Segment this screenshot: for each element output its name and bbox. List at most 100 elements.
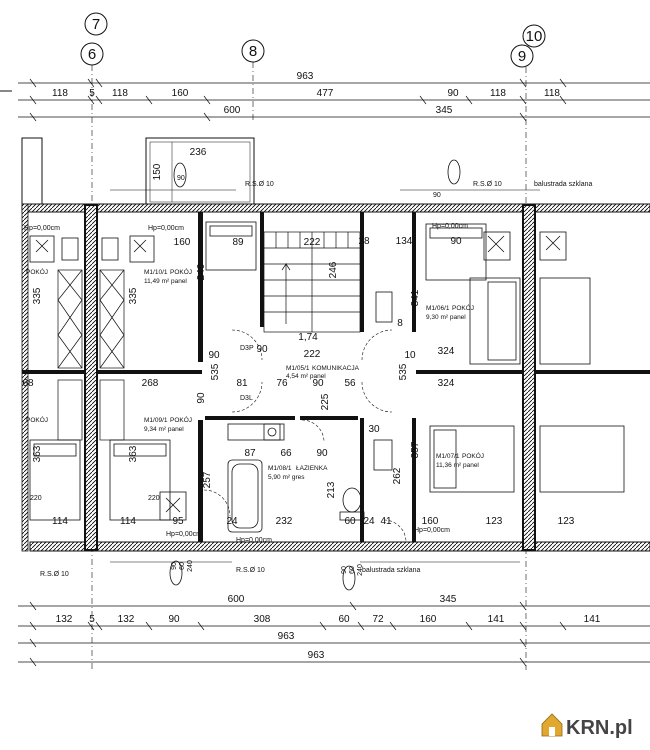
svg-text:41: 41 — [380, 516, 392, 527]
room-left-bottom: POKÓJ — [26, 415, 48, 424]
svg-text:222: 222 — [304, 237, 321, 248]
bottom-dims-row1: 600 345 — [228, 594, 457, 605]
svg-text:535: 535 — [210, 363, 221, 380]
room-m1-10-1: M1/10/1 POKÓJ 11,49 m² panel — [144, 267, 192, 285]
svg-text:213: 213 — [326, 481, 337, 498]
svg-text:363: 363 — [32, 445, 43, 462]
dim-236: 236 — [190, 147, 207, 158]
svg-text:345: 345 — [440, 594, 457, 605]
svg-text:24: 24 — [363, 516, 375, 527]
svg-text:268: 268 — [142, 378, 159, 389]
beds — [29, 221, 625, 521]
svg-text:308: 308 — [254, 614, 271, 625]
svg-text:90: 90 — [196, 392, 207, 404]
room-m1-07-1: M1/07/1 POKÓJ 11,36 m² panel — [436, 451, 484, 469]
house-icon — [541, 713, 563, 737]
svg-text:118: 118 — [112, 88, 128, 99]
svg-text:90: 90 — [316, 448, 328, 459]
svg-text:M1/09/1: M1/09/1 — [144, 417, 168, 424]
dim-bottom-963-b: 963 — [308, 650, 325, 661]
svg-text:66: 66 — [280, 448, 292, 459]
svg-text:POKÓJ: POKÓJ — [170, 415, 192, 424]
svg-text:90: 90 — [341, 566, 348, 574]
grid-axis-6: 6 — [80, 42, 104, 66]
grid-axis-7: 7 — [84, 12, 108, 36]
svg-text:118: 118 — [52, 88, 68, 99]
svg-text:222: 222 — [304, 349, 321, 360]
svg-text:Hp=0,00cm: Hp=0,00cm — [414, 527, 450, 534]
walls — [21, 203, 650, 552]
svg-text:5,90 m² gres: 5,90 m² gres — [268, 474, 305, 481]
staircase — [263, 231, 361, 333]
svg-text:324: 324 — [438, 346, 455, 357]
balustrade-label-top: balustrada szklana — [534, 181, 592, 188]
svg-text:5: 5 — [89, 88, 95, 99]
balustrade-label-bottom: balustrada szklana — [362, 567, 420, 574]
grid-axis-8: 8 — [241, 39, 265, 63]
svg-text:7: 7 — [92, 16, 100, 33]
dim-150: 150 — [152, 163, 163, 180]
svg-text:M1/07/1: M1/07/1 — [436, 453, 460, 460]
rs-label-bottom-2: R.S.Ø 10 — [236, 567, 265, 574]
svg-text:28: 28 — [358, 236, 370, 247]
door-swings — [203, 329, 407, 543]
grid-axis-10: 10 — [522, 24, 546, 48]
svg-text:ŁAZIENKA: ŁAZIENKA — [296, 465, 328, 472]
svg-text:10: 10 — [404, 350, 416, 361]
svg-text:114: 114 — [120, 516, 136, 527]
svg-text:D3P: D3P — [240, 345, 254, 352]
svg-text:60: 60 — [179, 562, 186, 570]
svg-text:Hp=0,00cm: Hp=0,00cm — [148, 225, 184, 232]
svg-text:KOMUNIKACJA: KOMUNIKACJA — [312, 365, 360, 372]
room-m1-08-1: M1/08/1 ŁAZIENKA 5,90 m² gres — [268, 465, 328, 481]
svg-text:134: 134 — [396, 236, 413, 247]
svg-text:10: 10 — [526, 28, 543, 45]
room-labels: M1/10/1 POKÓJ 11,49 m² panel M1/09/1 POK… — [26, 267, 484, 481]
svg-text:1,74: 1,74 — [298, 332, 318, 343]
svg-text:257: 257 — [202, 471, 213, 488]
svg-text:D3L: D3L — [240, 395, 253, 402]
svg-text:118: 118 — [490, 88, 506, 99]
svg-text:240: 240 — [196, 263, 207, 280]
svg-text:6: 6 — [88, 46, 96, 63]
svg-text:363: 363 — [128, 445, 139, 462]
svg-text:95: 95 — [172, 516, 184, 527]
top-dimensions — [18, 78, 650, 122]
svg-text:90: 90 — [208, 350, 220, 361]
svg-text:POKÓJ: POKÓJ — [462, 451, 484, 460]
room-m1-06-1: M1/06/1 POKÓJ 9,30 m² panel — [426, 303, 474, 321]
svg-text:M1/08/1: M1/08/1 — [268, 465, 292, 472]
svg-text:8: 8 — [249, 43, 257, 60]
svg-text:90: 90 — [312, 378, 324, 389]
svg-text:68: 68 — [22, 378, 34, 389]
room-m1-05-1: M1/05/1 KOMUNIKACJA 4,54 m² panel — [286, 365, 360, 380]
dim-top-963: 963 — [297, 71, 314, 82]
level-labels: Hp=0,00cm Hp=0,00cm Hp=0,00cm Hp=0,00cm … — [24, 223, 468, 544]
dim-90-top-a: 90 — [177, 175, 185, 182]
svg-text:Hp=0,00cm: Hp=0,00cm — [166, 531, 202, 538]
svg-text:232: 232 — [276, 516, 293, 527]
svg-text:335: 335 — [32, 287, 43, 304]
svg-text:132: 132 — [118, 614, 135, 625]
bathroom-fixtures — [227, 291, 393, 533]
svg-text:60: 60 — [349, 566, 356, 574]
wardrobe-left — [57, 269, 125, 441]
svg-text:81: 81 — [236, 378, 248, 389]
svg-text:Hp=0,00cm: Hp=0,00cm — [24, 225, 60, 232]
svg-text:123: 123 — [558, 516, 575, 527]
krn-watermark: KRN.pl — [541, 713, 633, 739]
svg-text:220: 220 — [148, 495, 160, 502]
svg-text:90: 90 — [256, 344, 268, 355]
interior-dimensions: 160 240 335 335 89 222 246 134 90 341 1,… — [22, 236, 574, 527]
svg-text:335: 335 — [128, 287, 139, 304]
svg-text:11,36 m² panel: 11,36 m² panel — [436, 462, 479, 469]
svg-text:240: 240 — [187, 560, 194, 572]
svg-text:90: 90 — [450, 236, 462, 247]
svg-text:225: 225 — [320, 393, 331, 410]
svg-text:220: 220 — [30, 495, 42, 502]
rs-label-top-2: R.S.Ø 10 — [473, 181, 502, 188]
svg-text:9,30 m² panel: 9,30 m² panel — [426, 314, 466, 321]
room-m1-09-1: M1/09/1 POKÓJ 9,34 m² panel — [144, 415, 192, 433]
rs-label-bottom-1: R.S.Ø 10 — [40, 571, 69, 578]
svg-text:160: 160 — [174, 237, 191, 248]
